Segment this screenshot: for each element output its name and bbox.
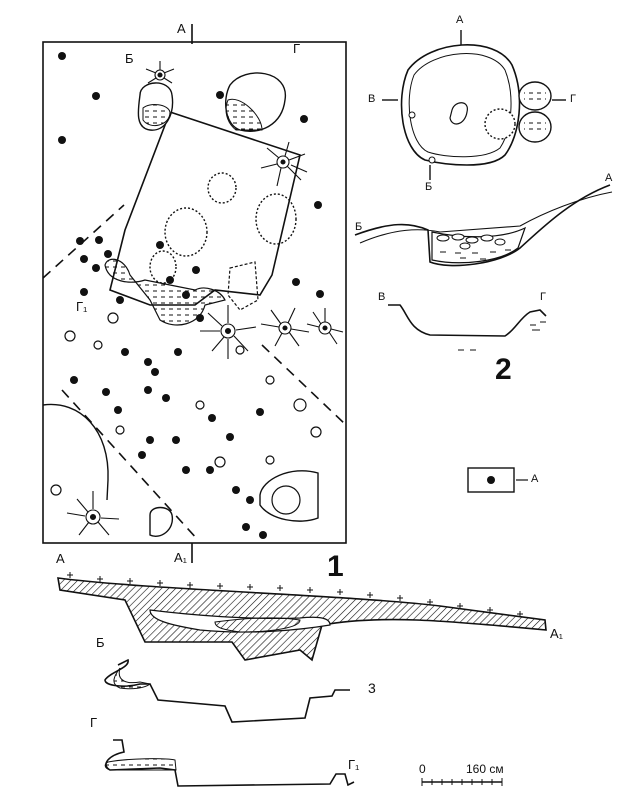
inner-pit bbox=[149, 250, 177, 284]
pit-lower-right-circle bbox=[271, 485, 301, 515]
arc-feature bbox=[42, 403, 109, 501]
figure-number-plan: 1 bbox=[327, 550, 344, 583]
inner-pit bbox=[207, 172, 237, 204]
inner-pit bbox=[164, 207, 208, 257]
main-pit bbox=[109, 111, 301, 306]
profile-ab-fill bbox=[431, 226, 527, 264]
profile-label-g: Г bbox=[540, 291, 546, 303]
figure-number-dwelling: 2 bbox=[495, 353, 512, 386]
profile-label-b: Б bbox=[355, 221, 363, 233]
section-label-a1: А₁ bbox=[550, 626, 564, 641]
plan-label-b: Б bbox=[125, 51, 134, 66]
section-label-a: А bbox=[56, 551, 65, 566]
starburst-features bbox=[66, 61, 344, 536]
profile-vg bbox=[388, 304, 547, 337]
profile-stones bbox=[436, 233, 506, 250]
pit-g-fill bbox=[225, 98, 263, 131]
section-label-b: Б bbox=[96, 635, 105, 650]
section-label-g: Г bbox=[90, 715, 98, 730]
section-b bbox=[104, 658, 350, 723]
pit-b-fill bbox=[142, 104, 171, 127]
section-b-fill bbox=[113, 667, 152, 690]
dwelling-inner bbox=[408, 53, 512, 158]
hatched-pit bbox=[227, 261, 259, 311]
scale-zero: 0 bbox=[419, 762, 426, 776]
open-circles bbox=[50, 312, 322, 496]
dwelling-label-b: Б bbox=[425, 181, 433, 193]
plan-frame bbox=[42, 41, 347, 544]
scale-ticks bbox=[421, 778, 503, 786]
legend-label: А bbox=[531, 473, 539, 485]
profile-label-a: А bbox=[605, 172, 613, 184]
profile-label-v: В bbox=[378, 291, 386, 303]
dwelling-object bbox=[449, 102, 468, 125]
annex-fill bbox=[524, 120, 546, 134]
plan-label-g1: Г₁ bbox=[76, 299, 88, 314]
section-label-g1: Г₁ bbox=[348, 757, 360, 772]
dwelling-pit bbox=[484, 108, 516, 140]
dwelling-hole bbox=[408, 111, 416, 119]
postholes bbox=[58, 52, 324, 539]
plan-label-a1: А₁ bbox=[174, 550, 188, 565]
dashed-outline bbox=[261, 344, 347, 426]
dwelling-hole bbox=[428, 156, 436, 164]
dwelling-label-v: В bbox=[368, 93, 376, 105]
profile-vg-marks bbox=[458, 321, 546, 351]
profile-ab-upper bbox=[359, 191, 613, 244]
figure-number-sections: 3 bbox=[368, 680, 376, 696]
profile-marks bbox=[440, 249, 511, 260]
dwelling-label-a: А bbox=[456, 14, 464, 26]
legend-dot bbox=[487, 476, 495, 484]
dwelling-label-g: Г bbox=[570, 93, 576, 105]
inner-pit bbox=[255, 193, 297, 245]
turf-marks bbox=[67, 572, 523, 617]
plan-label-a: А bbox=[177, 21, 186, 36]
section-aa1-inner-hatch bbox=[214, 617, 301, 633]
dashed-outline bbox=[61, 389, 199, 541]
annex-fill bbox=[524, 90, 546, 102]
scale-value: 160 см bbox=[466, 762, 504, 776]
profile-ab bbox=[354, 184, 611, 267]
pit-g1-fill bbox=[104, 258, 226, 326]
stone bbox=[149, 506, 174, 537]
plan-label-g: Г bbox=[293, 41, 301, 56]
section-g-fill bbox=[104, 758, 177, 771]
